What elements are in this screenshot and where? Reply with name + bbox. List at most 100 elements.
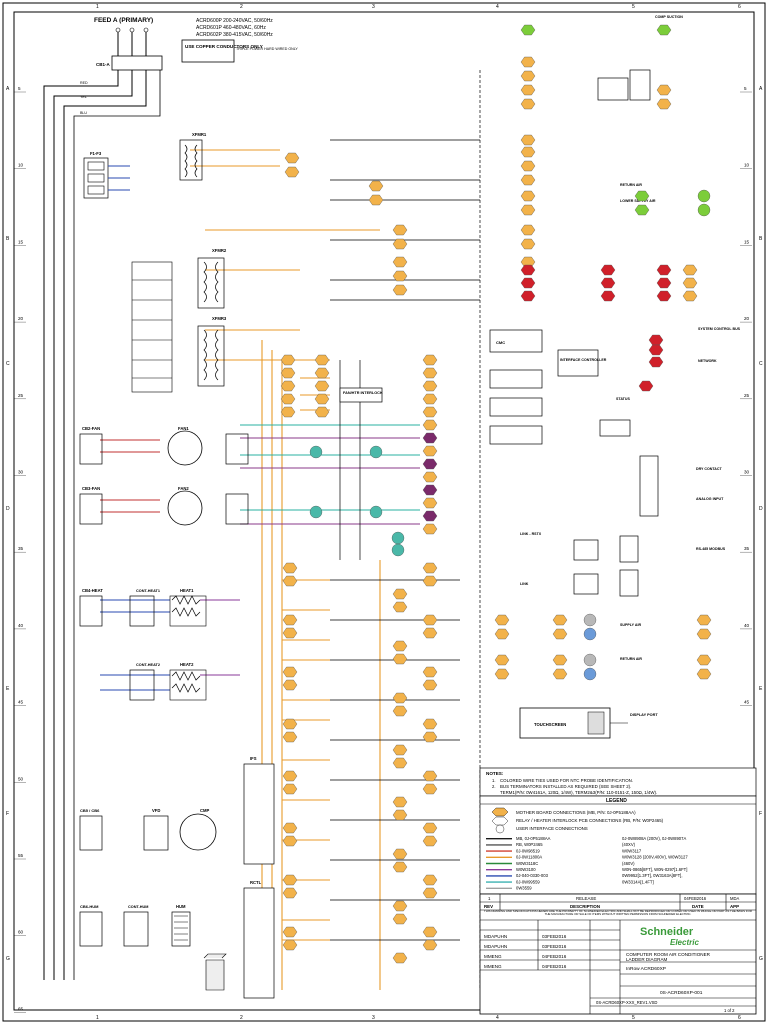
connection-node (282, 770, 298, 782)
svg-text:IFS: IFS (250, 756, 257, 761)
svg-text:MDA: MDA (730, 896, 740, 901)
connection-node (391, 531, 405, 545)
signoff-name: MDAPUHN (484, 944, 507, 949)
line-number-55: 55 (18, 853, 24, 858)
svg-text:XFMR3: XFMR3 (212, 316, 227, 321)
connection-node (520, 290, 536, 302)
svg-text:APP: APP (730, 904, 739, 909)
line-number-45: 45 (18, 700, 24, 705)
legend-wire-label: MB, 0J-0P5188AA (516, 836, 551, 841)
svg-text:BLU: BLU (80, 111, 87, 115)
column-marker-4: 4 (496, 1015, 499, 1021)
compressor-motor (179, 813, 217, 851)
connection-node (552, 614, 568, 626)
connection-node (520, 224, 536, 236)
company-logo-sub: Electric (670, 938, 699, 947)
connection-node (282, 887, 298, 899)
svg-text:1: 1 (488, 896, 491, 901)
fuse-block: F1-F3 (83, 151, 130, 199)
connection-node (369, 445, 383, 459)
legend-wire-label: 0J-0W99559 (516, 879, 540, 884)
legend-wire-label: 0J-0W11800A (516, 855, 542, 860)
connection-node (520, 264, 536, 276)
connection-node (422, 406, 438, 418)
row-marker-C: C (759, 361, 763, 367)
legend-wire-label: W0W3100 (516, 867, 536, 872)
svg-text:DISPLAY PORT: DISPLAY PORT (630, 713, 658, 717)
connection-node (600, 264, 616, 276)
connection-node (494, 654, 510, 666)
compressor-section: CB5 / CB6 VFD CMP IFS (79, 756, 275, 865)
svg-text:RS-485 MODBUS: RS-485 MODBUS (696, 547, 726, 551)
connection-node (422, 497, 438, 509)
connection-node (422, 380, 438, 392)
inner-frame (13, 11, 755, 1011)
connection-node (648, 356, 664, 368)
connection-node (280, 406, 296, 418)
connection-node (282, 666, 298, 678)
connection-node (392, 705, 408, 717)
svg-text:LINK: LINK (520, 582, 529, 586)
connection-node (520, 238, 536, 250)
connection-node (682, 277, 698, 289)
connection-node (494, 614, 510, 626)
connection-node (422, 887, 438, 899)
connection-node (520, 56, 536, 68)
connection-node (284, 166, 300, 178)
connection-node (583, 613, 597, 627)
connection-node (280, 367, 296, 379)
line-number-5: 5 (18, 86, 21, 91)
signoff-date: 04FEB2016 (542, 954, 567, 959)
row-marker-F: F (759, 811, 762, 817)
connection-node (520, 24, 536, 36)
connection-node (422, 354, 438, 366)
connection-node (392, 848, 408, 860)
connection-node (656, 24, 672, 36)
connection-node (314, 367, 330, 379)
svg-text:DATE: DATE (692, 904, 704, 909)
connection-node (520, 160, 536, 172)
svg-text:RED: RED (80, 81, 88, 85)
signoff-name: MDAPUHN (484, 934, 507, 939)
legend-wire-label: 0J-0W98519 (516, 848, 540, 853)
connection-nodes (280, 24, 712, 964)
svg-text:CB4-HEAT: CB4-HEAT (82, 588, 103, 593)
line-number-50: 50 (18, 776, 24, 781)
copper-note: USE COPPER CONDUCTORS ONLY (185, 44, 263, 49)
svg-text:CONT-HUM: CONT-HUM (128, 905, 148, 909)
svg-text:CMP: CMP (200, 808, 210, 813)
connection-node (697, 189, 711, 203)
connection-node (520, 204, 536, 216)
connection-node (392, 270, 408, 282)
heater-section: CB4-HEAT CONT-HEAT1 CONT-HEAT2 HEAT1 HEA… (79, 588, 207, 701)
svg-text:SYSTEM CONTROL BUS: SYSTEM CONTROL BUS (698, 327, 741, 331)
connection-node (282, 939, 298, 951)
line-number-20: 20 (744, 316, 750, 321)
disclaimer-text: THIS DRAWING AND SPECIFICATIONS HEREIN A… (483, 910, 753, 917)
connection-node (392, 809, 408, 821)
svg-text:FAN1: FAN1 (178, 426, 189, 431)
signoff-name: MMENG (484, 954, 502, 959)
model-line-3: ACRD602P 380-415VAC, 50/60Hz (196, 32, 273, 38)
svg-text:LOWER SUPPLY AIR: LOWER SUPPLY AIR (620, 199, 656, 203)
connection-node (282, 575, 298, 587)
row-marker-F: F (6, 811, 9, 817)
svg-text:HEAT2: HEAT2 (180, 662, 194, 667)
connection-node (284, 152, 300, 164)
column-marker-6: 6 (738, 1015, 741, 1021)
connection-node (520, 134, 536, 146)
svg-text:RETURN AIR: RETURN AIR (620, 657, 642, 661)
connection-node (696, 668, 712, 680)
connection-node (696, 654, 712, 666)
svg-text:0S-ACRD60XP-001: 0S-ACRD60XP-001 (660, 990, 703, 996)
column-marker-2: 2 (240, 4, 243, 10)
svg-text:RCTL: RCTL (250, 880, 262, 885)
svg-text:F1-F3: F1-F3 (90, 151, 102, 156)
legend-wire-part: 0J-0W8908A (200V), 0J-0W8907A (622, 836, 686, 841)
line-number-30: 30 (18, 470, 24, 475)
connection-node (422, 471, 438, 483)
connection-node (422, 575, 438, 587)
